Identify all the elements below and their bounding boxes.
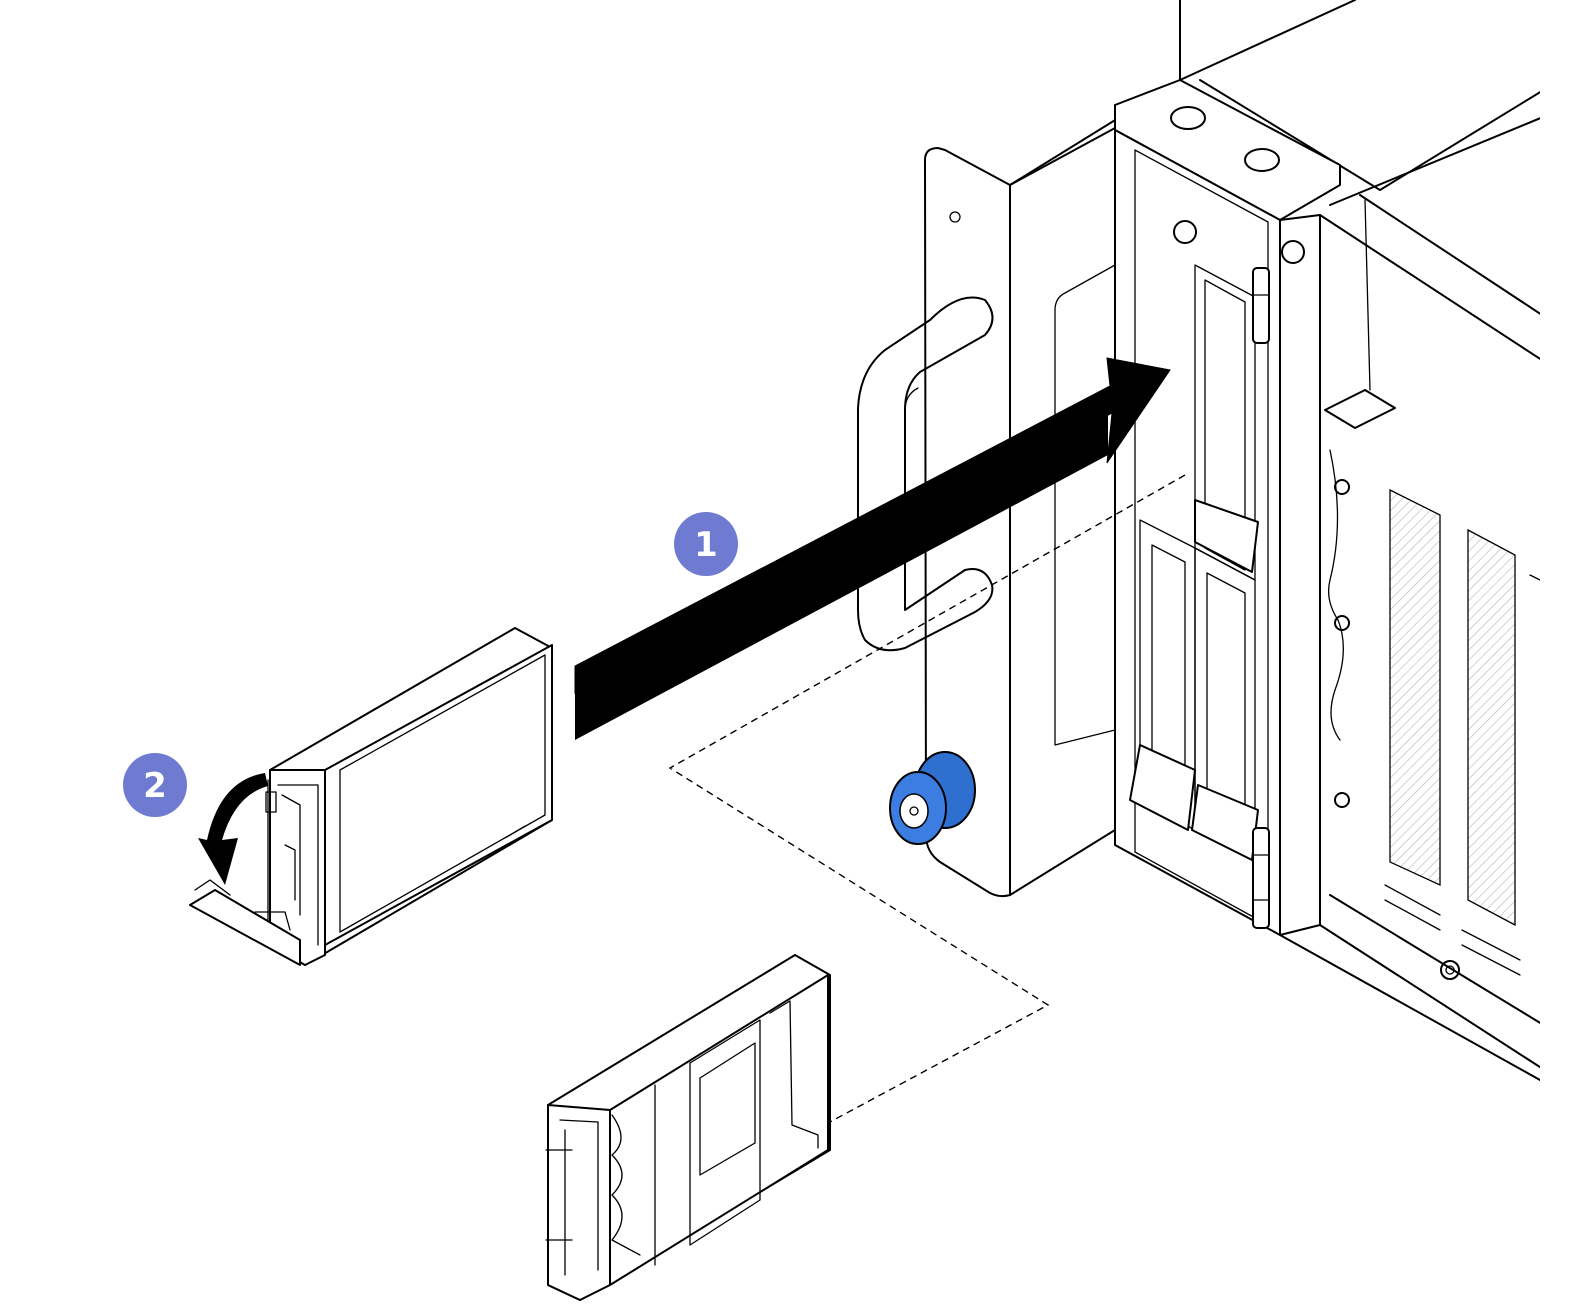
thumbscrew[interactable] <box>889 751 976 845</box>
top-cap-hole-icon <box>1244 148 1280 172</box>
ear-hole-icon <box>949 211 961 223</box>
slot-cover <box>1389 488 1441 887</box>
step-badge-1: 1 <box>674 512 738 576</box>
drive-handle[interactable] <box>189 889 301 966</box>
lower-left-release-tab[interactable] <box>1129 744 1196 831</box>
drive-assembly[interactable] <box>189 627 553 966</box>
latch-pin-icon <box>1173 220 1197 244</box>
led-icon <box>265 791 277 813</box>
server-chassis <box>857 0 1540 1081</box>
screw-icon <box>1334 615 1350 631</box>
upper-slot-release-tab[interactable] <box>1194 499 1259 573</box>
step-number-2: 2 <box>143 766 167 806</box>
step-number-1: 1 <box>694 525 718 565</box>
step-badge-2: 2 <box>123 753 187 817</box>
hinge-bottom <box>1252 827 1270 929</box>
drive-bay-filler <box>545 954 831 1301</box>
latch-pin-icon <box>1281 240 1305 264</box>
chassis-hole-icon <box>1440 960 1460 980</box>
screw-head-icon <box>909 806 919 816</box>
screw-icon <box>1334 792 1350 808</box>
insert-arrow-icon <box>574 357 1171 740</box>
screw-icon <box>1334 479 1350 495</box>
curved-close-arrow-icon <box>198 773 268 885</box>
hinge-top <box>1252 267 1270 344</box>
slot-cover <box>1467 528 1516 927</box>
top-cap-hole-icon <box>1170 106 1206 130</box>
alignment-guides <box>668 474 1186 1131</box>
